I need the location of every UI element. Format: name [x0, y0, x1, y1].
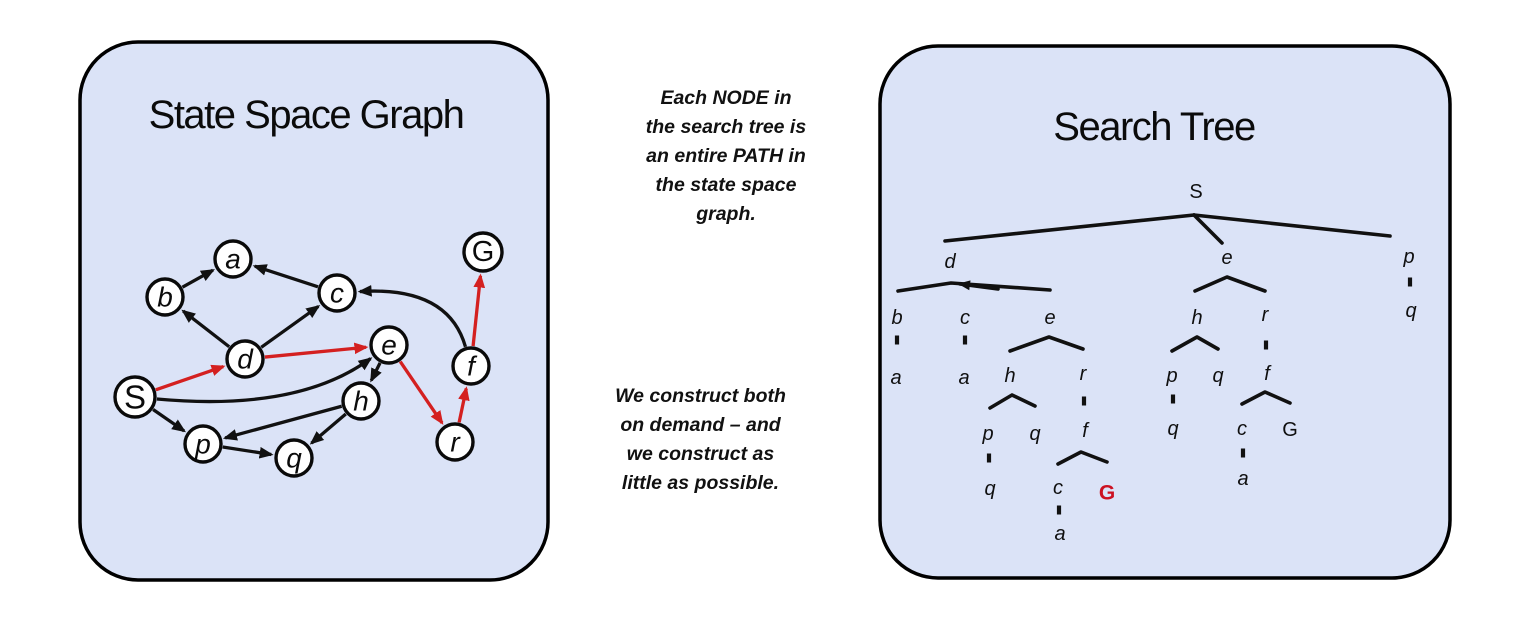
graph-node-h: h	[341, 381, 381, 421]
tree-connector-arrow	[958, 280, 1000, 291]
tree-label-p: p	[1165, 365, 1177, 387]
graph-edge-e-h	[369, 362, 382, 383]
tree-label-h: h	[1191, 307, 1202, 329]
graph-node-f: f	[451, 346, 491, 386]
tree-label-c: c	[1053, 477, 1063, 499]
graph-node-circle-p	[183, 424, 223, 464]
graph-node-circle-q	[274, 438, 314, 478]
graph-node-circle-c	[317, 273, 357, 313]
tree-label-G: G	[1282, 419, 1298, 441]
graph-node-b: b	[145, 277, 185, 317]
note-node-is-path: Each NODE in the search tree is an entir…	[645, 87, 807, 225]
graph-edge-c-a	[252, 264, 319, 289]
state-space-graph: Sa b c d e f h p q r G	[113, 231, 504, 478]
graph-edge-d-b	[181, 309, 231, 349]
graph-node-circle-e	[369, 325, 409, 365]
graph-node-circle-G	[462, 231, 504, 273]
graph-node-S: S	[113, 375, 157, 419]
tree-connector-branch	[1193, 275, 1267, 293]
note-construct-on-demand: We construct both on demand – and we con…	[615, 385, 786, 494]
graph-node-label-f: f	[467, 351, 478, 382]
tree-label-e: e	[1044, 307, 1055, 329]
search-tree-panel	[878, 44, 1452, 580]
tree-label-h: h	[1004, 365, 1015, 387]
tree-label-p: p	[981, 423, 993, 445]
graph-node-label-a: a	[225, 244, 241, 275]
tree-label-d: d	[944, 251, 956, 273]
tree-label-q: q	[1212, 365, 1223, 387]
graph-edge-S-d	[155, 364, 226, 392]
graph-node-d: d	[225, 339, 265, 379]
tree-label-q: q	[1029, 423, 1040, 445]
graph-edge-f-G	[471, 273, 486, 347]
tree-label-b: b	[891, 307, 902, 329]
tree-connector-branch	[896, 281, 1052, 293]
tree-label-a: a	[958, 367, 969, 389]
graph-edge-h-q	[309, 412, 347, 445]
graph-edge-r-f	[457, 386, 470, 423]
tree-label-r: r	[1080, 363, 1088, 385]
graph-edge-d-e	[264, 342, 369, 359]
tree-label-a: a	[890, 367, 901, 389]
graph-node-circle-d	[225, 339, 265, 379]
tree-connector-branch	[988, 393, 1037, 410]
graph-node-a: a	[213, 239, 253, 279]
graph-node-label-r: r	[450, 427, 461, 458]
tree-label-r: r	[1262, 304, 1270, 326]
tree-connector-branch	[1170, 335, 1220, 353]
graph-node-label-p: p	[194, 429, 211, 460]
graph-edge-p-q	[222, 445, 274, 459]
tree-label-q: q	[1405, 300, 1416, 322]
tree-label-a: a	[1237, 468, 1248, 490]
graph-edge-d-c	[260, 305, 321, 349]
graph-node-circle-r	[435, 422, 475, 462]
tree-connector-branch	[1056, 450, 1109, 466]
graph-node-label-S: S	[124, 379, 146, 416]
graph-node-label-e: e	[381, 330, 397, 361]
graph-node-label-d: d	[237, 344, 254, 375]
graph-node-circle-a	[213, 239, 253, 279]
search-tree-title: Search Tree	[1053, 105, 1255, 149]
state-space-graph-title: State Space Graph	[149, 93, 464, 137]
tree-label-e: e	[1221, 247, 1232, 269]
tree-label-a: a	[1054, 523, 1065, 545]
graph-node-label-G: G	[472, 236, 495, 268]
tree-label-q: q	[1167, 418, 1178, 440]
graph-edge-h-p	[222, 404, 343, 441]
tree-goal-label-G: G	[1099, 482, 1115, 505]
graph-edge-b-a	[181, 268, 215, 289]
graph-node-r: r	[435, 422, 475, 462]
tree-connector-branch	[1192, 213, 1392, 238]
graph-node-G: G	[462, 231, 504, 273]
graph-node-circle-S	[113, 375, 157, 419]
graph-edge-e-r	[398, 360, 444, 425]
tree-connector-branch	[1008, 335, 1085, 353]
graph-node-c: c	[317, 273, 357, 313]
graph-edge-f-c	[357, 284, 468, 348]
tree-label-f: f	[1082, 420, 1090, 442]
graph-node-circle-f	[451, 346, 491, 386]
tree-label-p: p	[1402, 246, 1414, 268]
tree-label-q: q	[984, 478, 995, 500]
graph-node-q: q	[274, 438, 314, 478]
graph-node-label-h: h	[353, 386, 369, 417]
graph-node-label-b: b	[157, 282, 173, 313]
graph-node-label-q: q	[286, 443, 302, 474]
tree-label-c: c	[960, 307, 970, 329]
tree-label-c: c	[1237, 418, 1247, 440]
graph-node-e: e	[369, 325, 409, 365]
tree-label-S: S	[1189, 181, 1202, 203]
graph-edge-S-p	[152, 408, 186, 433]
graph-node-label-c: c	[330, 278, 344, 309]
tree-connector-branch	[943, 213, 1196, 243]
graph-edge-S-e	[156, 357, 373, 404]
tree-connector-branch	[1240, 390, 1292, 406]
graph-node-p: p	[183, 424, 223, 464]
tree-label-f: f	[1264, 363, 1272, 385]
graph-node-circle-h	[341, 381, 381, 421]
graph-node-circle-b	[145, 277, 185, 317]
tree-connector-branch	[1192, 213, 1224, 245]
